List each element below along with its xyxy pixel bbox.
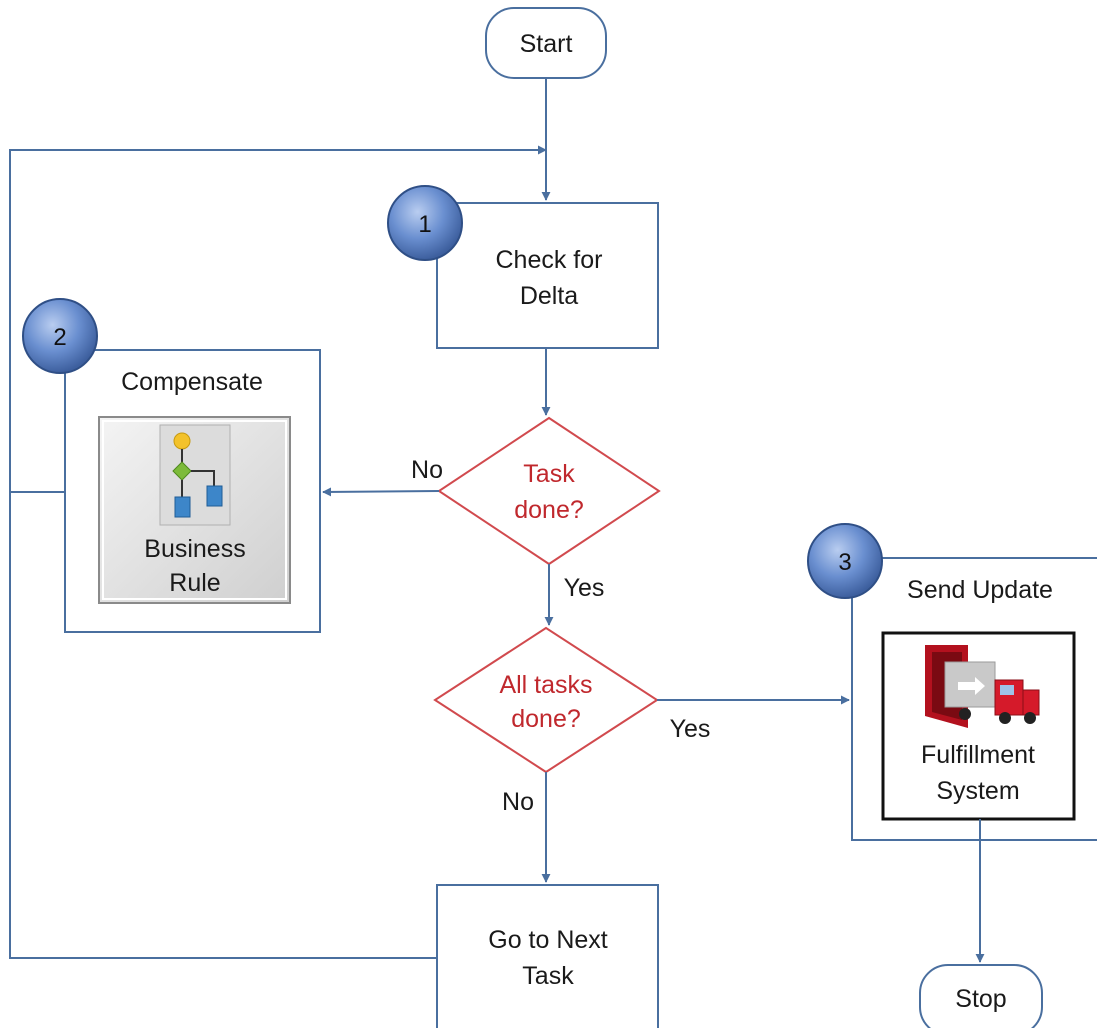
stop-label: Stop bbox=[955, 985, 1006, 1013]
send-update-label: Send Update bbox=[907, 576, 1053, 604]
compensate-node: Compensate Business Rule bbox=[64, 349, 321, 633]
business-rule-label-line2: Rule bbox=[169, 569, 220, 597]
fulfillment-system-tile: Fulfillment System bbox=[881, 631, 1076, 821]
edge-label-task-yes: Yes bbox=[564, 574, 605, 602]
fulfillment-label-line1: Fulfillment bbox=[921, 741, 1035, 769]
task-done-label-line2: done? bbox=[514, 496, 584, 524]
business-rule-tile: Business Rule bbox=[98, 416, 291, 604]
edge-label-all-yes: Yes bbox=[670, 715, 711, 743]
step-badge-2: 2 bbox=[22, 298, 98, 374]
business-rule-label-line1: Business bbox=[144, 535, 245, 563]
task-done-decision: Task done? bbox=[437, 416, 661, 566]
all-tasks-label-line1: All tasks bbox=[499, 671, 592, 699]
check-delta-label-line1: Check for bbox=[496, 246, 603, 274]
fulfillment-label-line2: System bbox=[936, 777, 1019, 805]
step-badge-3: 3 bbox=[807, 523, 883, 599]
step-badge-1-number: 1 bbox=[418, 211, 431, 238]
all-tasks-label-line2: done? bbox=[511, 705, 581, 733]
start-label: Start bbox=[520, 30, 573, 58]
next-task-node: Go to Next Task bbox=[436, 884, 659, 1028]
task-done-label-line1: Task bbox=[523, 460, 575, 488]
check-delta-label-line2: Delta bbox=[520, 282, 578, 310]
business-rule-icon bbox=[159, 424, 231, 526]
edge-task-done-no bbox=[322, 487, 440, 497]
next-task-label-line2: Task bbox=[522, 962, 574, 990]
step-badge-2-number: 2 bbox=[53, 324, 66, 351]
edge-loop-back bbox=[9, 145, 547, 959]
send-update-node: Send Update Fulfillment System bbox=[851, 557, 1097, 841]
fulfillment-truck-icon bbox=[925, 645, 1040, 728]
compensate-label: Compensate bbox=[121, 368, 263, 396]
next-task-label-line1: Go to Next bbox=[488, 926, 608, 954]
start-node: Start bbox=[485, 7, 607, 79]
step-badge-1: 1 bbox=[387, 185, 463, 261]
edge-label-all-no: No bbox=[502, 788, 534, 816]
step-badge-3-number: 3 bbox=[838, 549, 851, 576]
stop-node: Stop bbox=[919, 964, 1043, 1028]
check-delta-node: Check for Delta bbox=[436, 202, 659, 349]
edge-label-task-no: No bbox=[411, 456, 443, 484]
all-tasks-done-decision: All tasks done? bbox=[433, 626, 659, 774]
